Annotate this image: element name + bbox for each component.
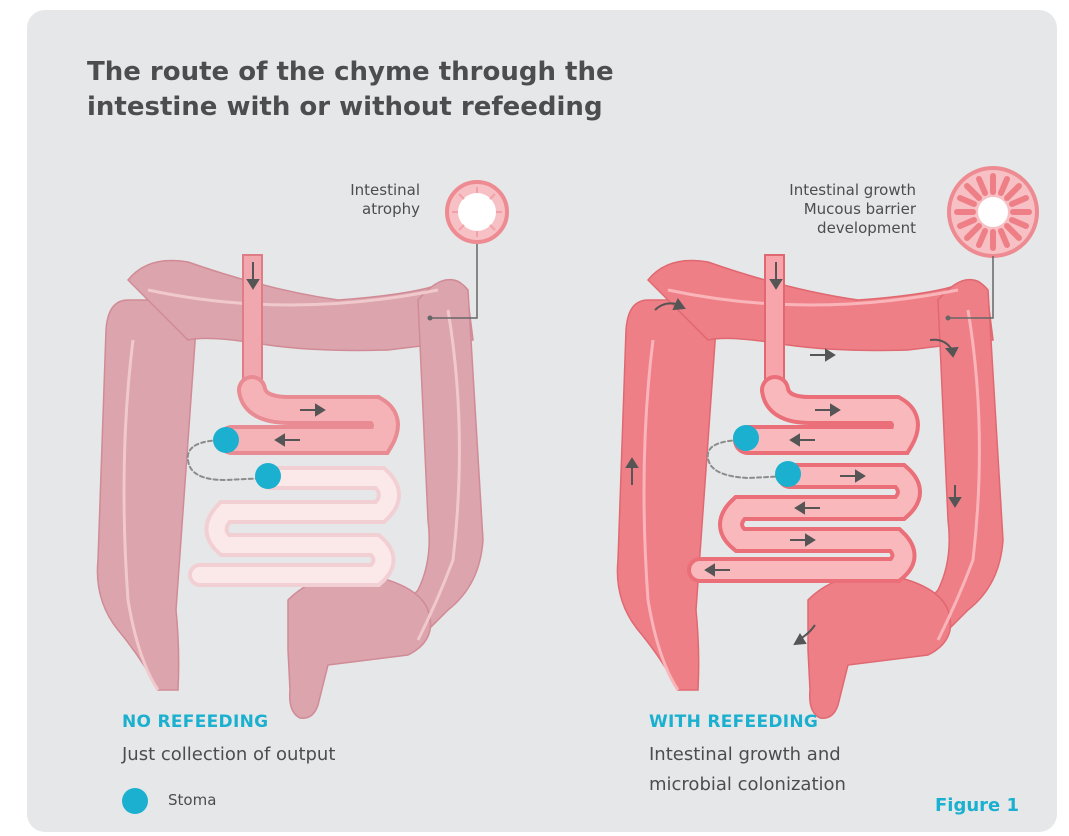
growth-cross-section [949,168,1037,256]
stoma-proximal-left [213,427,239,453]
with-refeeding-description: Intestinal growth and microbial coloniza… [649,740,846,800]
with-refeeding-heading: WITH REFEEDING [649,712,818,732]
small-bowel-left [188,390,389,575]
with-refeeding-description-line-2: microbial colonization [649,770,846,800]
no-refeeding-heading: NO REFEEDING [122,712,268,732]
healthy-intestine [617,168,1037,718]
stoma-legend-dot [122,788,148,814]
stoma-legend-label: Stoma [168,791,216,809]
stoma-distal-left [255,463,281,489]
stoma-proximal-right [733,425,759,451]
with-refeeding-description-line-1: Intestinal growth and [649,740,846,770]
figure-number: Figure 1 [935,795,1019,816]
small-bowel-right [700,390,909,570]
atrophic-intestine [97,182,507,718]
atrophy-cross-section [447,182,507,242]
no-refeeding-description: Just collection of output [122,740,335,770]
stoma-distal-right [775,461,801,487]
